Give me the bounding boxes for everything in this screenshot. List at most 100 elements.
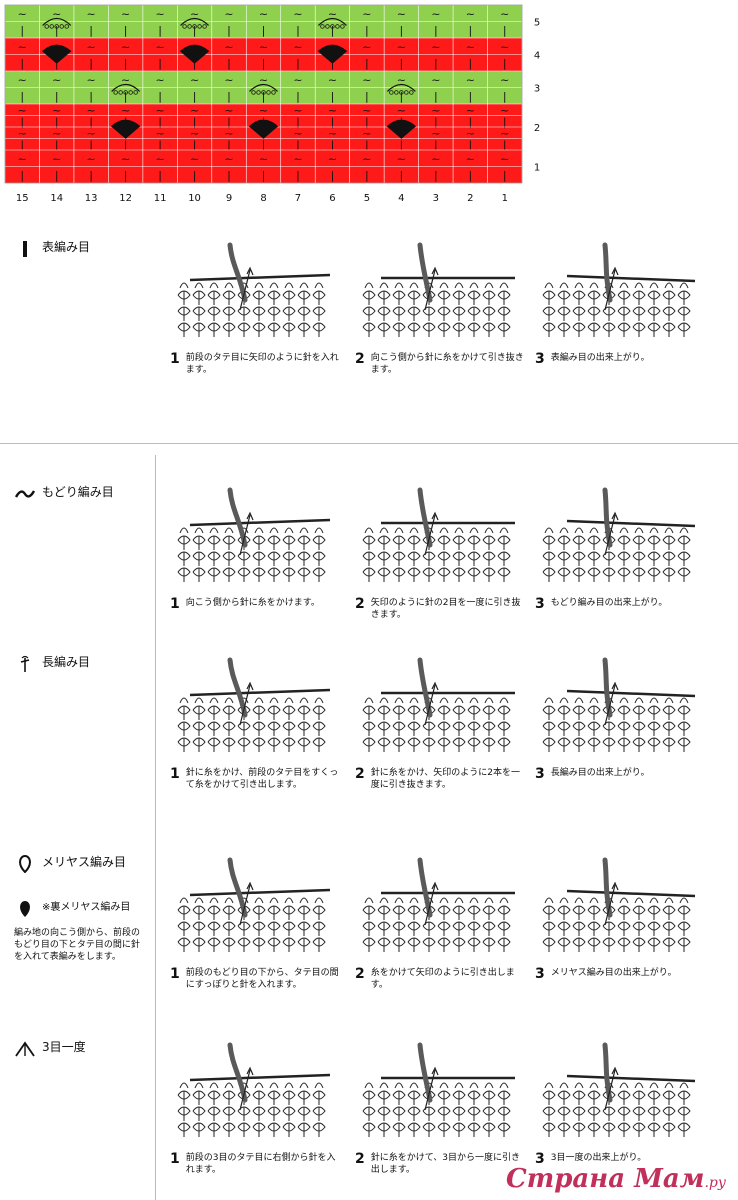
chart-cell-symbol: |: [227, 57, 231, 70]
chart-dome-loop: [202, 24, 207, 29]
chart-dome-loop: [330, 24, 335, 29]
chart-dome-loop: [261, 90, 266, 95]
chart-dome-loop: [192, 24, 197, 29]
chart-cell-symbol: |: [124, 138, 128, 151]
chart-cell-symbol: |: [89, 24, 93, 37]
chart-cell-symbol: ~: [87, 7, 96, 20]
chart-cell-symbol: |: [400, 57, 404, 70]
chart-cell-symbol: |: [503, 169, 507, 182]
step-3: 3 表編み目の出来上がり。: [535, 240, 705, 366]
step-text: 向こう側から針に糸をかけます。: [185, 598, 320, 608]
chart-cell-symbol: |: [262, 138, 266, 151]
chart-cell-symbol: |: [365, 90, 369, 103]
chart-cell-symbol: ~: [431, 104, 440, 117]
watermark-main: Страна Мам: [506, 1164, 705, 1194]
chart-cell-symbol: ~: [328, 104, 337, 117]
divider: [0, 443, 738, 444]
chart-dome-loop: [325, 24, 330, 29]
chart-cell-symbol: ~: [18, 7, 27, 20]
chart-cell-symbol: |: [262, 169, 266, 182]
chart-cell-symbol: ~: [224, 73, 233, 86]
chart-cell-symbol: |: [296, 57, 300, 70]
step-text: 矢印のように針の2目を一度に引き抜きます。: [370, 598, 521, 620]
chart-column-label: 13: [85, 193, 98, 204]
chart-dome-loop: [340, 24, 345, 29]
chart-cell-symbol: ~: [259, 40, 268, 53]
chart-cell-symbol: |: [20, 90, 24, 103]
chart-cell-symbol: |: [227, 115, 231, 128]
step-2: 2 針に糸をかけ、矢印のように2本を一度に引き抜きます。: [355, 655, 525, 791]
step-text: 針に糸をかけ、矢印のように2本を一度に引き抜きます。: [370, 768, 521, 790]
divider: [155, 455, 156, 1200]
step-text: 表編み目の出来上がり。: [550, 353, 650, 363]
chart-cell-symbol: ~: [397, 152, 406, 165]
chart-cell-symbol: |: [158, 138, 162, 151]
chart-cell-symbol: ~: [259, 152, 268, 165]
chart-dome-loop: [187, 24, 192, 29]
chart-cell-symbol: |: [193, 24, 197, 37]
chart-cell-symbol: |: [365, 57, 369, 70]
chart-cell-symbol: |: [468, 115, 472, 128]
chart-cell-symbol: ~: [328, 73, 337, 86]
chart-dome-loop: [54, 24, 59, 29]
chart-cell-symbol: |: [468, 57, 472, 70]
step-number: 3: [535, 351, 545, 367]
chart-cell-symbol: ~: [190, 7, 199, 20]
chart-cell-symbol: ~: [224, 40, 233, 53]
chart-cell-symbol: ~: [155, 73, 164, 86]
dagger-icon: [14, 655, 36, 677]
step-text: もどり編み目の出来上がり。: [550, 598, 668, 608]
chart-cell-symbol: ~: [121, 104, 130, 117]
chart-cell-symbol: |: [296, 115, 300, 128]
chart-cell-symbol: |: [55, 24, 59, 37]
chart-cell-symbol: ~: [500, 40, 509, 53]
chart-cell-symbol: |: [158, 24, 162, 37]
chart-cell-symbol: |: [434, 169, 438, 182]
chart-dome-motif: [111, 83, 141, 92]
chart-dome-loop: [320, 24, 325, 29]
step-illustration: [355, 1040, 525, 1150]
step-number: 2: [355, 351, 365, 367]
chart-cell-symbol: ~: [362, 7, 371, 20]
chart-cell-symbol: ~: [328, 7, 337, 20]
chart-cell-symbol: ~: [431, 7, 440, 20]
chart-cell-symbol: |: [468, 24, 472, 37]
step-number: 2: [355, 596, 365, 612]
chart-cell-symbol: |: [331, 24, 335, 37]
chart-cell-symbol: ~: [466, 73, 475, 86]
chart-cell-symbol: |: [89, 138, 93, 151]
chart-cell-symbol: |: [331, 169, 335, 182]
chart-cell-symbol: ~: [190, 152, 199, 165]
chart-cell-symbol: |: [365, 115, 369, 128]
chart-cell-symbol: |: [503, 138, 507, 151]
chart-cell-symbol: ~: [431, 40, 440, 53]
chart-cell-symbol: |: [262, 90, 266, 103]
chart-cell-symbol: ~: [121, 40, 130, 53]
chart-cell-symbol: ~: [431, 152, 440, 165]
chart-cell-symbol: ~: [224, 127, 233, 140]
step-text: 針に糸をかけて、3目から一度に引き出します。: [370, 1153, 521, 1175]
chart-cell-symbol: ~: [293, 73, 302, 86]
chart-dome-loop: [271, 90, 276, 95]
chart-cell-symbol: |: [124, 90, 128, 103]
chart-cell-symbol: |: [124, 169, 128, 182]
step-number: 3: [535, 766, 545, 782]
chart-row-label: 1: [534, 163, 540, 174]
step-1: 1 向こう側から針に糸をかけます。: [170, 485, 340, 611]
chart-cell-symbol: |: [331, 115, 335, 128]
chart-cell-symbol: ~: [397, 7, 406, 20]
step-2: 2 矢印のように針の2目を一度に引き抜きます。: [355, 485, 525, 621]
stitch-symbol: メリヤス編み目: [14, 855, 126, 877]
chart-cell-symbol: |: [365, 24, 369, 37]
chart-cell-symbol: ~: [293, 127, 302, 140]
chart-cell-symbol: ~: [431, 127, 440, 140]
chart-row-label: 2: [534, 123, 540, 134]
chart-row-label: 5: [534, 18, 540, 29]
step-1: 1 前段のタテ目に矢印のように針を入れます。: [170, 240, 340, 376]
chart-cell-symbol: ~: [155, 104, 164, 117]
chart-cell-symbol: |: [434, 24, 438, 37]
chart-cell-symbol: ~: [18, 104, 27, 117]
open-loop-icon: [14, 855, 36, 877]
step-text: 長編み目の出来上がり。: [550, 768, 650, 778]
step-text: 前段の3目のタテ目に右側から針を入れます。: [185, 1153, 336, 1175]
